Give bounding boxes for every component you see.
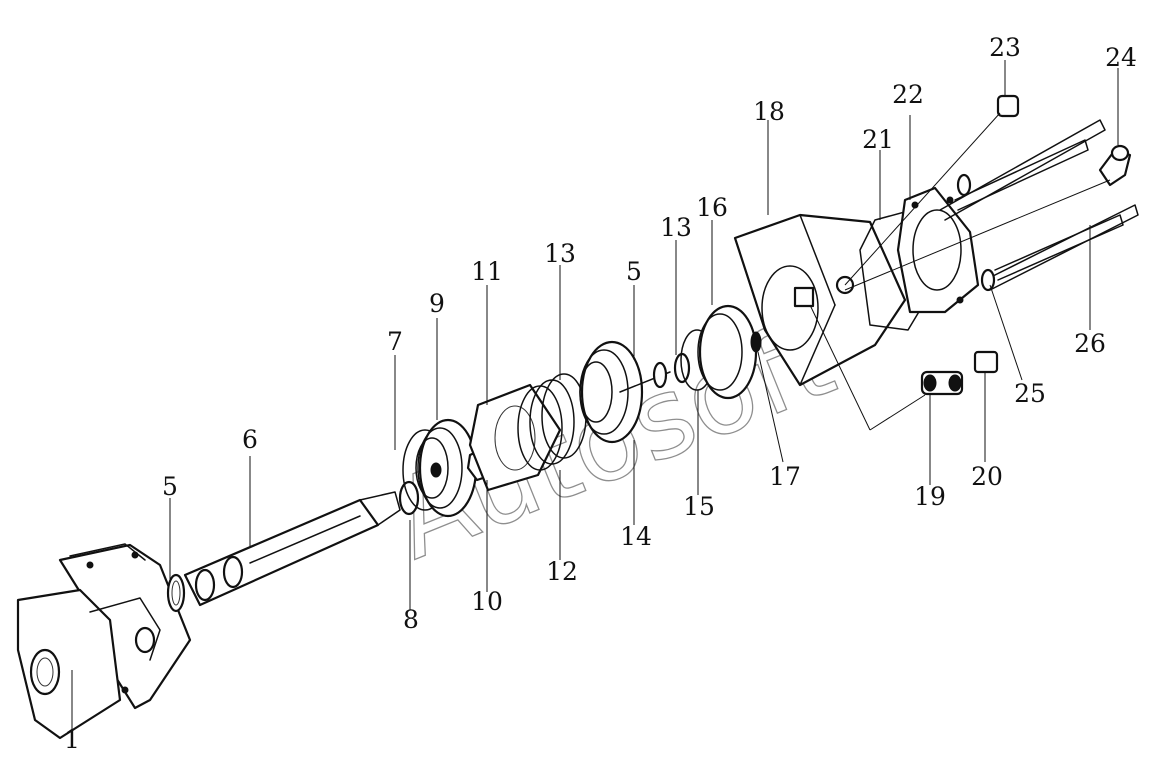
part-16-piston [697, 304, 758, 400]
callout-26: 26 [1074, 329, 1106, 358]
leader-lines [71, 60, 1119, 735]
callout-15: 15 [683, 492, 715, 521]
callout-7: 7 [387, 327, 403, 356]
callout-16: 16 [696, 193, 728, 222]
part-6-shaft [183, 491, 401, 607]
callout-9: 9 [429, 289, 445, 318]
callout-11: 11 [471, 257, 503, 286]
part-14-piston [579, 340, 671, 444]
callout-1: 1 [64, 725, 80, 754]
callout-8: 8 [403, 605, 419, 634]
callout-12: 12 [546, 557, 578, 586]
callout-25: 25 [1014, 379, 1046, 408]
callout-21: 21 [862, 125, 894, 154]
callout-5-rear: 5 [626, 257, 642, 286]
part-11-diaphragm-plate [468, 383, 562, 492]
part-17-spring-washer [750, 331, 762, 353]
callout-24: 24 [1105, 43, 1137, 72]
callout-13: 13 [544, 239, 576, 268]
part-23-plug [996, 94, 1020, 118]
part-5-o-ring-front [166, 573, 186, 613]
part-25-washers [956, 173, 996, 292]
callout-10: 10 [471, 587, 503, 616]
part-22-end-plate [896, 186, 980, 314]
callout-22: 22 [892, 80, 924, 109]
callout-labels: 1 5 6 7 8 9 10 11 12 13 14 5 13 15 16 17… [64, 33, 1137, 754]
part-9-piston-disc [415, 418, 478, 518]
callout-17: 17 [769, 462, 801, 491]
part-20-plug [973, 350, 999, 374]
callout-19: 19 [914, 482, 946, 511]
callout-6: 6 [242, 425, 258, 454]
part-26-bolts [939, 119, 1139, 291]
part-1-housing [16, 543, 192, 740]
callout-5: 5 [162, 472, 178, 501]
callout-18: 18 [753, 97, 785, 126]
callout-13-rear: 13 [660, 213, 692, 242]
callout-20: 20 [971, 462, 1003, 491]
part-18-cylinder-body [733, 213, 907, 387]
part-5-o-ring-rear [652, 361, 668, 389]
callout-14: 14 [620, 522, 652, 551]
part-24-elbow-fitting [1098, 144, 1132, 187]
callout-23: 23 [989, 33, 1021, 62]
part-19-tee-fitting [920, 370, 964, 396]
